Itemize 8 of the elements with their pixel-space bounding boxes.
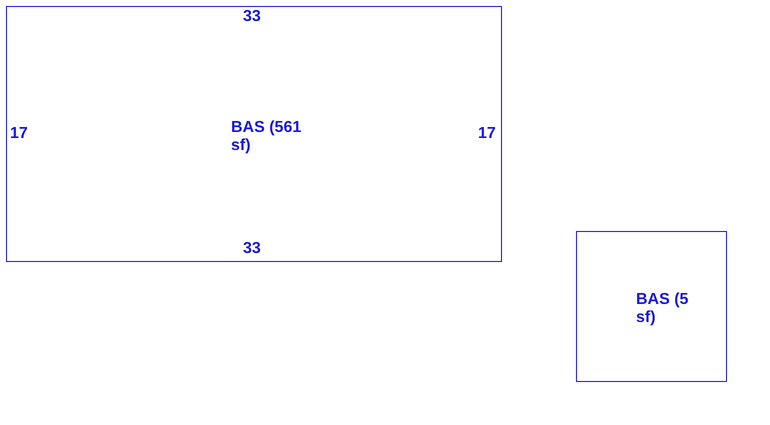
room-label: BAS (561 sf)	[231, 119, 302, 155]
room-outline	[6, 6, 502, 262]
dimension-label: 17	[478, 125, 496, 143]
room-outline	[576, 231, 727, 382]
dimension-label: 33	[243, 8, 261, 26]
room-label: BAS (5 sf)	[636, 291, 690, 327]
dimension-label: 17	[10, 125, 28, 143]
dimension-label: 33	[243, 240, 261, 258]
